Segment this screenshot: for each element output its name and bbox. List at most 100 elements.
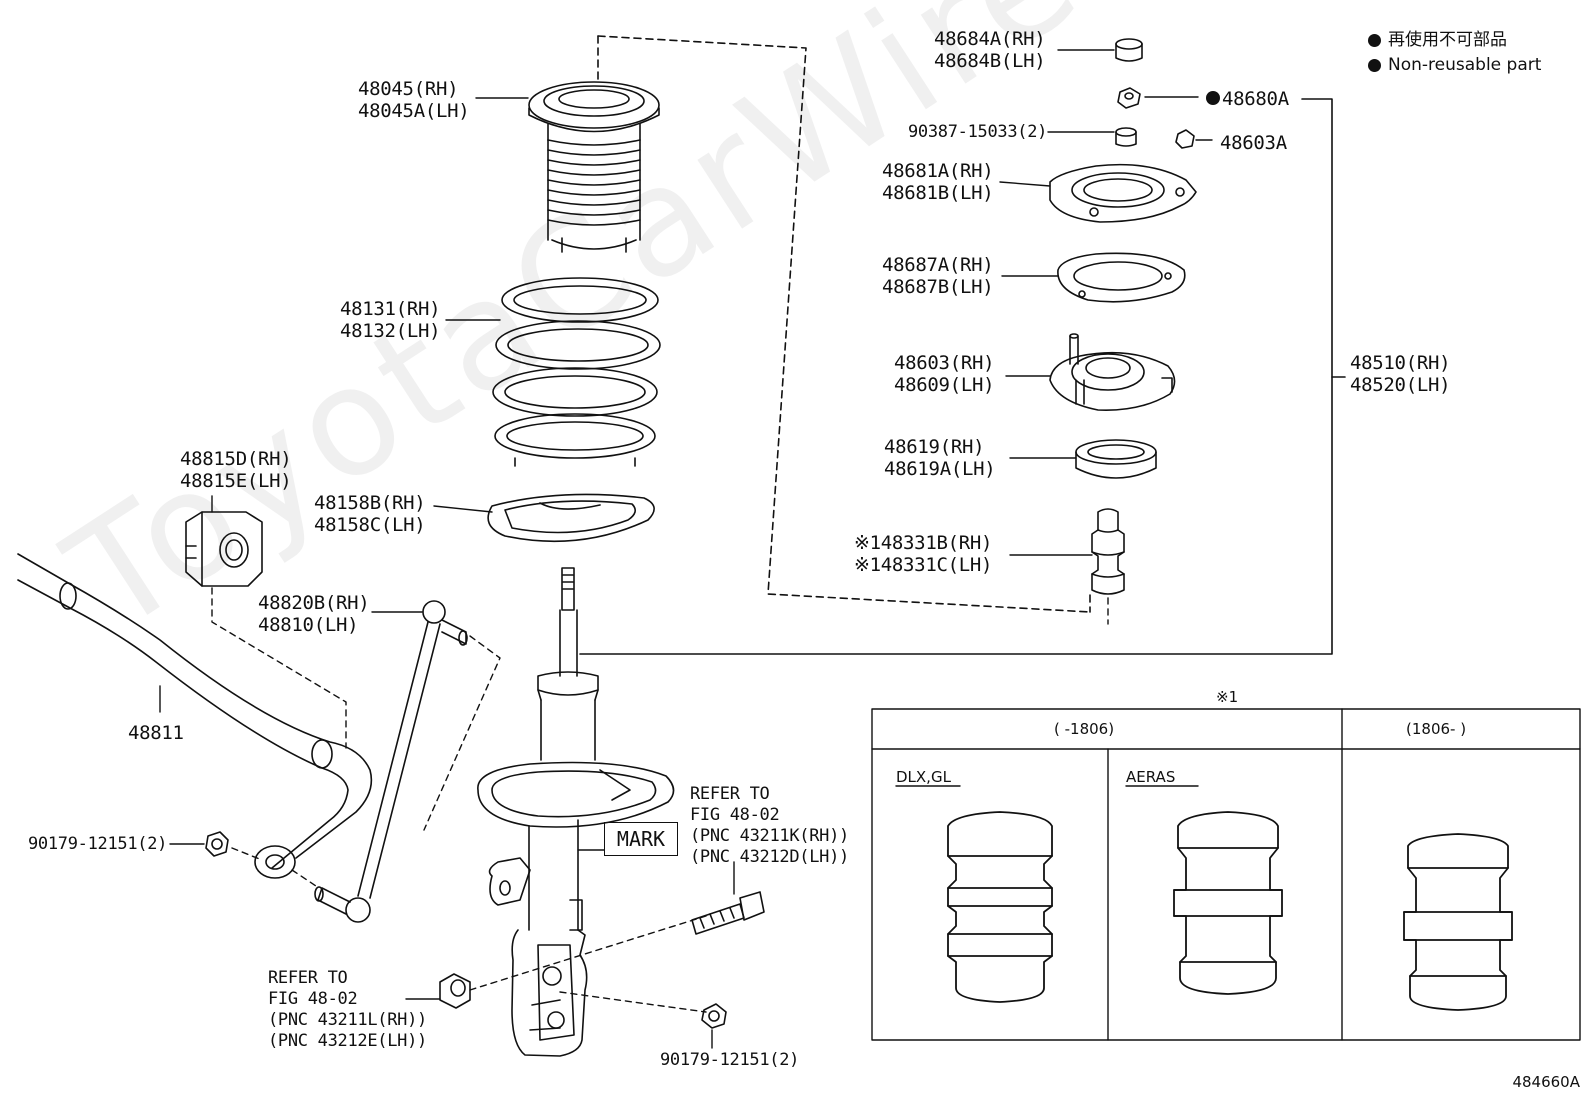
nut-48603A bbox=[1175, 129, 1195, 149]
gasket-48687 bbox=[1057, 252, 1186, 303]
label-line: ※148331C(LH) bbox=[854, 554, 993, 576]
leader-lines bbox=[159, 49, 1213, 1049]
label-line: 48815D(RH) bbox=[180, 448, 292, 470]
bolt-43211-left bbox=[439, 973, 471, 1009]
label-line: 48684A(RH) bbox=[934, 28, 1046, 50]
label-48158[interactable]: 48158B(RH) 48158C(LH) bbox=[314, 492, 426, 536]
label-line: FIG 48-02 bbox=[690, 805, 780, 825]
label-48687[interactable]: 48687A(RH) 48687B(LH) bbox=[882, 254, 994, 298]
note-range-before-1806: ( -1806) bbox=[1054, 720, 1115, 738]
label-line: 48687B(LH) bbox=[882, 276, 994, 298]
label-line: REFER TO bbox=[690, 784, 770, 804]
label-48815[interactable]: 48815D(RH) 48815E(LH) bbox=[180, 448, 292, 492]
label-line: 48815E(LH) bbox=[180, 470, 292, 492]
label-48684[interactable]: 48684A(RH) 48684B(LH) bbox=[934, 28, 1046, 72]
label-line: 48684B(LH) bbox=[934, 50, 1046, 72]
bolt-43211 bbox=[691, 891, 765, 935]
legend-text-jp: 再使用不可部品 bbox=[1388, 30, 1507, 50]
label-line: 48681A(RH) bbox=[882, 160, 994, 182]
label-line: 48603(RH) bbox=[894, 352, 995, 374]
label-line: 48619A(LH) bbox=[884, 458, 996, 480]
label-line: 90179-12151(2) bbox=[660, 1050, 800, 1070]
label-48619[interactable]: 48619(RH) 48619A(LH) bbox=[884, 436, 996, 480]
cap-48684 bbox=[1115, 38, 1143, 62]
note-col-dlx-gl: DLX,GL bbox=[896, 768, 951, 786]
label-line: 48680A bbox=[1222, 88, 1289, 110]
bearing-48619 bbox=[1075, 439, 1157, 479]
label-line: 48820B(RH) bbox=[258, 592, 370, 614]
shock-absorber-strut bbox=[477, 567, 675, 1057]
label-line: 48603A bbox=[1220, 132, 1287, 154]
nut-48680A bbox=[1117, 87, 1141, 109]
label-refer-right[interactable]: REFER TO FIG 48-02 (PNC 43211K(RH)) (PNC… bbox=[690, 784, 849, 868]
label-48510[interactable]: 48510(RH) 48520(LH) bbox=[1350, 352, 1451, 396]
note-table bbox=[871, 708, 1581, 1041]
strut-group-dashed-outline bbox=[597, 35, 1091, 613]
legend-row-en: Non-reusable part bbox=[1368, 53, 1541, 78]
mark-label: MARK bbox=[604, 822, 678, 856]
non-reusable-dot-icon bbox=[1368, 59, 1381, 72]
legend: 再使用不可部品 Non-reusable part bbox=[1368, 28, 1541, 78]
label-48331[interactable]: ※148331B(RH) ※148331C(LH) bbox=[854, 532, 992, 576]
dashed-connector-lines bbox=[211, 587, 1109, 1013]
bump-stopper-aeras bbox=[1173, 811, 1283, 995]
note-col-aeras: AERAS bbox=[1126, 768, 1176, 786]
label-line: 48158C(LH) bbox=[314, 514, 426, 536]
label-90179-left[interactable]: 90179-12151(2) bbox=[28, 834, 167, 855]
assembly-bracket-48510 bbox=[579, 98, 1346, 655]
label-line: (PNC 43212D(LH)) bbox=[690, 847, 849, 867]
label-line: (PNC 43211K(RH)) bbox=[690, 826, 849, 846]
coil-spring bbox=[492, 277, 661, 467]
label-line: 48609(LH) bbox=[894, 374, 995, 396]
bump-stopper-48331 bbox=[1091, 508, 1125, 595]
label-line: 48810(LH) bbox=[258, 614, 359, 636]
label-line: 48687A(RH) bbox=[882, 254, 994, 276]
strut-support-48603 bbox=[1049, 333, 1176, 411]
label-line: 48131(RH) bbox=[340, 298, 441, 320]
non-reusable-dot-icon bbox=[1368, 34, 1381, 47]
label-48680A[interactable]: 48680A bbox=[1222, 88, 1289, 110]
label-90387[interactable]: 90387-15033(2) bbox=[908, 122, 1047, 143]
label-line: 48158B(RH) bbox=[314, 492, 426, 514]
bump-stopper-dlx-gl bbox=[947, 811, 1053, 1003]
label-line: FIG 48-02 bbox=[268, 989, 358, 1009]
spring-insulator bbox=[487, 493, 655, 543]
label-line: 48681B(LH) bbox=[882, 182, 994, 204]
label-line: 48045A(LH) bbox=[358, 100, 470, 122]
label-90179-right[interactable]: 90179-12151(2) bbox=[660, 1050, 799, 1071]
label-line: 48132(LH) bbox=[340, 320, 441, 342]
label-48681[interactable]: 48681A(RH) 48681B(LH) bbox=[882, 160, 994, 204]
label-48820[interactable]: 48820B(RH) 48810(LH) bbox=[258, 592, 370, 636]
label-line: 48619(RH) bbox=[884, 436, 985, 458]
label-line: 90387-15033(2) bbox=[908, 122, 1048, 142]
label-line: 90179-12151(2) bbox=[28, 834, 168, 854]
nut-90179-left bbox=[205, 831, 229, 857]
label-line: (PNC 43212E(LH)) bbox=[268, 1031, 427, 1051]
legend-text-en: Non-reusable part bbox=[1388, 55, 1542, 75]
label-line: REFER TO bbox=[268, 968, 348, 988]
bump-stopper-1806 bbox=[1403, 833, 1513, 1011]
legend-row-jp: 再使用不可部品 bbox=[1368, 28, 1541, 53]
label-line: 48045(RH) bbox=[358, 78, 459, 100]
non-reusable-marker-icon bbox=[1206, 91, 1220, 105]
note-range-after-1806: (1806- ) bbox=[1406, 720, 1467, 738]
stabilizer-bushing bbox=[185, 511, 263, 587]
label-48131[interactable]: 48131(RH) 48132(LH) bbox=[340, 298, 441, 342]
stabilizer-bar bbox=[17, 553, 373, 879]
label-line: 48811 bbox=[128, 722, 184, 744]
label-line: ※148331B(RH) bbox=[854, 532, 993, 554]
label-refer-left[interactable]: REFER TO FIG 48-02 (PNC 43211L(RH)) (PNC… bbox=[268, 968, 427, 1052]
stabilizer-link bbox=[314, 600, 468, 923]
bearing-dust-boot bbox=[528, 81, 660, 253]
label-48603A[interactable]: 48603A bbox=[1220, 132, 1287, 154]
label-line: 48510(RH) bbox=[1350, 352, 1451, 374]
label-line: (PNC 43211L(RH)) bbox=[268, 1010, 427, 1030]
nut-90179-right bbox=[701, 1003, 727, 1029]
label-48811[interactable]: 48811 bbox=[128, 722, 184, 744]
collar-90387 bbox=[1115, 127, 1137, 147]
label-48603[interactable]: 48603(RH) 48609(LH) bbox=[894, 352, 995, 396]
label-48045[interactable]: 48045(RH) 48045A(LH) bbox=[358, 78, 470, 122]
upper-support-plate-48681 bbox=[1049, 163, 1197, 223]
